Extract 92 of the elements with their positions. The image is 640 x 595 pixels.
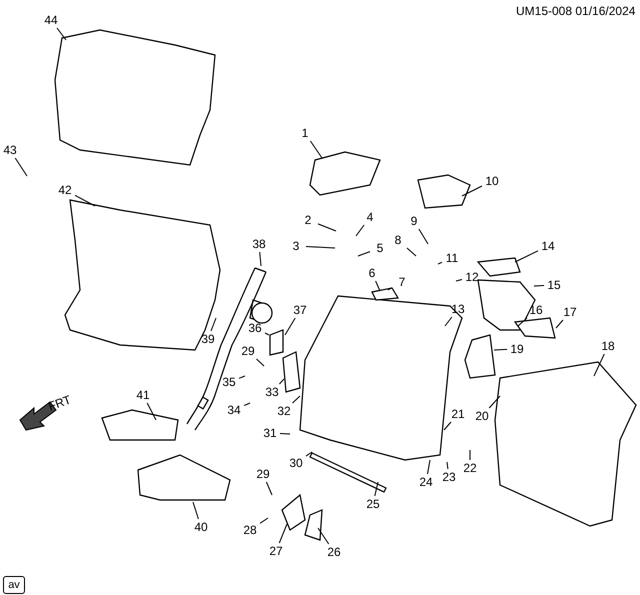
leader-line <box>266 482 272 496</box>
leader-line <box>358 251 370 256</box>
leader-line <box>494 348 508 350</box>
callout-number: 4 <box>361 210 379 224</box>
callout-number: 15 <box>545 278 563 292</box>
leader-line <box>356 224 365 236</box>
leader-line <box>278 378 284 384</box>
callout-number: 36 <box>246 321 264 335</box>
callout-number: 25 <box>364 497 382 511</box>
leader-line <box>244 402 250 406</box>
callout-number: 42 <box>56 183 74 197</box>
callout-number: 5 <box>371 241 389 255</box>
callout-number: 32 <box>275 404 293 418</box>
callout-number: 37 <box>291 303 309 317</box>
leader-line <box>292 396 300 404</box>
callout-number: 1 <box>296 126 314 140</box>
leader-line <box>56 28 66 40</box>
callout-number: 12 <box>463 270 481 284</box>
callout-number: 20 <box>473 409 491 423</box>
leader-line <box>514 250 538 262</box>
leader-line <box>264 332 270 336</box>
callout-number: 16 <box>527 303 545 317</box>
leader-line <box>438 262 442 264</box>
leader-line <box>446 462 448 470</box>
callout-number: 34 <box>225 403 243 417</box>
callout-number: 19 <box>508 342 526 356</box>
leader-line <box>74 194 96 206</box>
callout-number: 27 <box>267 544 285 558</box>
callout-number: 41 <box>134 388 152 402</box>
leader-line <box>192 502 199 520</box>
leader-line <box>310 140 322 158</box>
callout-number: 17 <box>561 305 579 319</box>
callout-number: 39 <box>199 332 217 346</box>
callout-number: 40 <box>192 520 210 534</box>
callout-number: 26 <box>325 545 343 559</box>
leader-line <box>594 354 605 376</box>
callout-number: 24 <box>417 475 435 489</box>
callout-number: 30 <box>287 456 305 470</box>
callout-number: 10 <box>483 174 501 188</box>
callout-number: 29 <box>254 467 272 481</box>
leader-line <box>406 248 416 256</box>
callout-number: 18 <box>599 339 617 353</box>
leader-line <box>556 320 564 328</box>
callout-number: 35 <box>220 375 238 389</box>
callout-number: 9 <box>405 214 423 228</box>
callout-number: 44 <box>42 13 60 27</box>
leader-line <box>306 452 312 457</box>
leader-line <box>518 318 528 326</box>
callout-number: 22 <box>461 461 479 475</box>
callout-number: 13 <box>449 302 467 316</box>
callout-number: 6 <box>363 266 381 280</box>
leader-line <box>456 279 462 282</box>
callout-number: 38 <box>250 237 268 251</box>
callout-number: 43 <box>1 143 19 157</box>
leader-line <box>318 223 336 232</box>
leader-line <box>374 482 378 496</box>
callout-number: 33 <box>263 385 281 399</box>
leader-line <box>256 358 264 366</box>
leader-line <box>488 396 500 408</box>
callout-number: 3 <box>287 239 305 253</box>
leader-line <box>462 186 482 196</box>
leader-line <box>260 518 268 524</box>
leader-line <box>444 422 452 430</box>
callout-number: 29 <box>239 344 257 358</box>
leader-line <box>318 528 330 544</box>
callout-number: 2 <box>299 213 317 227</box>
callout-number: 31 <box>261 426 279 440</box>
leader-line <box>210 318 216 332</box>
code-tag: av <box>3 576 25 594</box>
callout-number: 7 <box>393 275 411 289</box>
leader-line <box>284 318 296 336</box>
leader-line <box>444 316 452 326</box>
leader-line <box>306 246 336 248</box>
leader-line <box>375 280 380 292</box>
leader-line <box>280 433 290 434</box>
leader-line <box>427 460 430 474</box>
callout-number: 11 <box>443 251 461 265</box>
callout-number: 23 <box>440 470 458 484</box>
callout-number: 8 <box>389 233 407 247</box>
leader-line <box>14 158 28 176</box>
callout-number: 21 <box>449 407 467 421</box>
leader-line <box>146 402 156 420</box>
drawing-code: UM15-008 01/16/2024 <box>516 4 636 18</box>
leader-line <box>278 524 288 544</box>
leader-line <box>418 228 428 244</box>
leader-line <box>259 252 262 266</box>
direction-label: FRT <box>46 392 73 414</box>
leader-line <box>238 376 246 379</box>
callout-number: 14 <box>539 239 557 253</box>
leader-line <box>534 285 544 286</box>
leader-line <box>388 287 392 290</box>
callout-number: 28 <box>241 523 259 537</box>
